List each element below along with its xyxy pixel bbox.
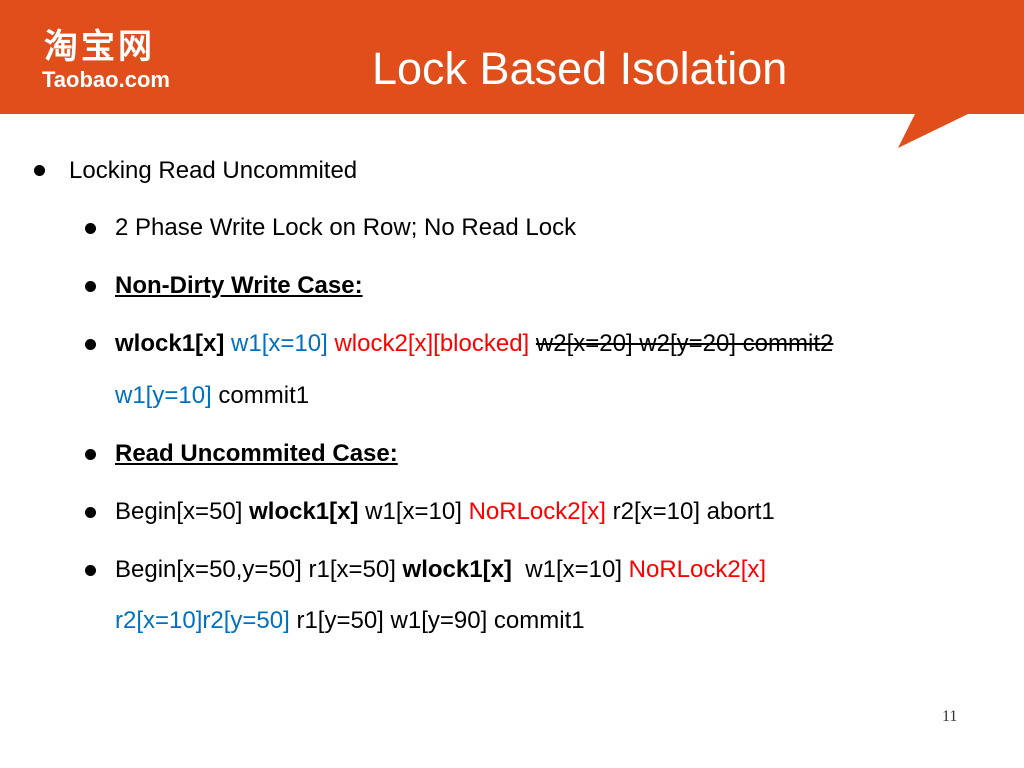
bullet-locking-read-uncommited: Locking Read Uncommited	[69, 157, 358, 184]
bullet-icon	[85, 507, 96, 518]
seq-wlock1: wlock1[x]	[249, 498, 359, 525]
bullet-icon	[85, 565, 96, 576]
seq-r2-abort1: r2[x=10] abort1	[612, 498, 775, 525]
taobao-logo-chinese: 淘宝网	[44, 27, 155, 67]
seq-w1-x10: w1[x=10]	[365, 498, 462, 525]
seq-w1-x10: w1[x=10]	[525, 556, 622, 583]
seq-r1-w1-commit1: r1[y=50] w1[y=90] commit1	[296, 607, 585, 634]
bullet-read-uncommited-seq1: Begin[x=50] wlock1[x] w1[x=10] NoRLock2[…	[115, 497, 775, 527]
bullet-read-uncommited-seq2-cont: r2[x=10]r2[y=50] r1[y=50] w1[y=90] commi…	[115, 606, 585, 636]
seq-begin-x50-y50: Begin[x=50,y=50] r1[x=50]	[115, 556, 396, 583]
bullet-non-dirty-write-sequence-cont: w1[y=10] commit1	[115, 381, 309, 411]
seq-commit1: commit1	[218, 382, 310, 409]
bullet-icon	[85, 223, 96, 234]
seq-wlock1: wlock1[x]	[402, 556, 512, 583]
seq-wlock2-blocked: wlock2[x][blocked]	[334, 330, 530, 357]
seq-norlock2: NoRLock2[x]	[628, 556, 767, 583]
banner-shape	[0, 0, 1024, 148]
taobao-logo-english: Taobao.com	[42, 67, 170, 92]
seq-begin-x50: Begin[x=50]	[115, 498, 243, 525]
bullet-non-dirty-write-case: Non-Dirty Write Case:	[115, 272, 363, 299]
seq-w2-struck: w2[x=20] w2[y=20] commit2	[535, 330, 834, 357]
slide-title: Lock Based Isolation	[372, 43, 788, 94]
bullet-two-phase-write-lock: 2 Phase Write Lock on Row; No Read Lock	[115, 214, 577, 241]
page-number: 11	[942, 708, 958, 725]
seq-r2-reads: r2[x=10]r2[y=50]	[115, 607, 290, 634]
seq-norlock2: NoRLock2[x]	[468, 498, 606, 525]
bullet-read-uncommited-case: Read Uncommited Case:	[115, 440, 398, 467]
seq-w1-x10: w1[x=10]	[231, 330, 328, 357]
bullet-icon	[85, 281, 96, 292]
bullet-icon	[85, 339, 96, 350]
bullet-icon	[85, 449, 96, 460]
bullet-icon	[34, 165, 45, 176]
bullet-read-uncommited-seq2: Begin[x=50,y=50] r1[x=50] wlock1[x] w1[x…	[115, 555, 766, 585]
bullet-non-dirty-write-sequence: wlock1[x] w1[x=10] wlock2[x][blocked] w2…	[115, 329, 833, 359]
header-banner	[0, 0, 1024, 150]
seq-wlock1: wlock1[x]	[115, 330, 225, 357]
seq-w1-y10: w1[y=10]	[115, 382, 212, 409]
